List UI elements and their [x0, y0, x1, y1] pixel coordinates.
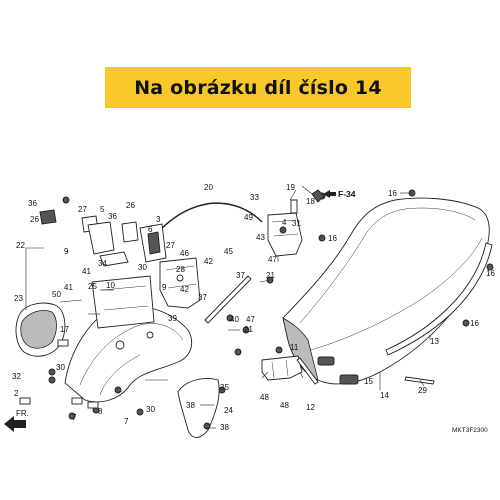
callout-41a: 41: [82, 267, 91, 276]
callout-25: 25: [88, 282, 97, 291]
callout-4: 4: [282, 218, 287, 227]
seat-latch-levers[interactable]: [39, 209, 129, 267]
front-marker-text: FR.: [16, 409, 29, 418]
callout-22: 22: [16, 241, 25, 250]
callout-12: 12: [306, 403, 315, 412]
reference-arrow: F-34: [323, 189, 356, 199]
undertray-box[interactable]: [91, 275, 155, 329]
callout-42b: 42: [180, 285, 189, 294]
callout-30b: 30: [146, 405, 155, 414]
callout-9b: 9: [162, 283, 167, 292]
leader-lines: [25, 185, 431, 429]
callout-35: 35: [220, 383, 229, 392]
callout-21a: 21: [266, 271, 275, 280]
callout-26b: 26: [30, 215, 39, 224]
reference-label: F-34: [338, 189, 356, 199]
callout-24: 24: [224, 406, 233, 415]
seat-hinge-stay[interactable]: [121, 221, 167, 263]
callout-16b: 16: [328, 234, 337, 243]
callout-23: 23: [14, 294, 23, 303]
tail-light-housing[interactable]: [15, 302, 66, 357]
callout-6: 6: [148, 225, 153, 234]
callout-27b: 27: [166, 241, 175, 250]
part-number-banner: Na obrázku díl číslo 14: [105, 67, 411, 108]
seat-part[interactable]: [282, 197, 490, 385]
banner-text: Na obrázku díl číslo 14: [134, 76, 382, 99]
callout-16d: 16: [486, 269, 495, 278]
seat-trim-strip[interactable]: [385, 242, 493, 356]
callout-14: 14: [380, 391, 389, 400]
callout-15: 15: [364, 377, 373, 386]
fastener-set[interactable]: [19, 189, 494, 430]
callout-27a: 27: [78, 205, 87, 214]
callout-30c: 30: [56, 363, 65, 372]
callout-29: 29: [418, 386, 427, 395]
callout-33: 33: [250, 193, 259, 202]
callout-19: 19: [286, 183, 295, 192]
callout-38b: 38: [220, 423, 229, 432]
callout-49: 49: [244, 213, 253, 222]
callout-45: 45: [224, 247, 233, 256]
callout-40: 40: [230, 315, 239, 324]
callout-47a: 47: [246, 315, 255, 324]
callout-20: 20: [204, 183, 213, 192]
callout-36a: 36: [28, 199, 37, 208]
callout-36b: 36: [108, 212, 117, 221]
callout-42a: 42: [204, 257, 213, 266]
latch-bracket[interactable]: [159, 257, 201, 309]
callout-8: 8: [98, 407, 103, 416]
callout-7b: 7: [124, 417, 129, 426]
callout-31: 31: [292, 219, 301, 228]
rear-fender-lower[interactable]: [177, 378, 220, 438]
callout-38a: 38: [186, 401, 195, 410]
callout-2: 2: [14, 389, 19, 398]
callout-5: 5: [100, 205, 105, 214]
callout-34: 34: [98, 259, 107, 268]
callout-30a: 30: [138, 263, 147, 272]
callout-32: 32: [12, 372, 21, 381]
link-rod[interactable]: [204, 275, 252, 324]
callout-numbers: 13 14 15 16 16 16 16 19 20 21 21 22 23 2…: [12, 183, 495, 432]
callout-1: 13: [430, 337, 439, 346]
callout-43: 43: [256, 233, 265, 242]
rear-inner-fender[interactable]: [64, 305, 193, 403]
seat-rod[interactable]: [404, 376, 435, 385]
callout-17: 17: [60, 325, 69, 334]
seat-hinge-bracket[interactable]: [261, 346, 303, 381]
hinge-bolt[interactable]: [296, 357, 319, 385]
callout-10: 10: [106, 281, 115, 290]
rubber-pad[interactable]: [317, 356, 359, 385]
callout-3: 3: [156, 215, 161, 224]
drawing-code: MKT3F2300: [452, 427, 488, 434]
callout-41b: 41: [64, 283, 73, 292]
callout-9a: 9: [64, 247, 69, 256]
callout-46: 46: [180, 249, 189, 258]
callout-39: 39: [168, 314, 177, 323]
front-direction-arrow: FR.: [4, 409, 29, 432]
seat-lock-assembly[interactable]: [267, 199, 303, 257]
callout-18: 18: [306, 197, 315, 206]
callout-16c: 16: [470, 319, 479, 328]
callout-47b: 47: [268, 255, 277, 264]
callout-26a: 26: [126, 201, 135, 210]
callout-28: 28: [176, 265, 185, 274]
callout-7a: 7: [72, 413, 77, 422]
callout-21b: 21: [244, 325, 253, 334]
callout-37a: 37: [236, 271, 245, 280]
callout-11: 11: [290, 343, 299, 352]
callout-16a: 16: [388, 189, 397, 198]
callout-48a: 48: [260, 393, 269, 402]
callout-50: 50: [52, 290, 61, 299]
callout-48b: 48: [280, 401, 289, 410]
callout-37b: 37: [198, 293, 207, 302]
